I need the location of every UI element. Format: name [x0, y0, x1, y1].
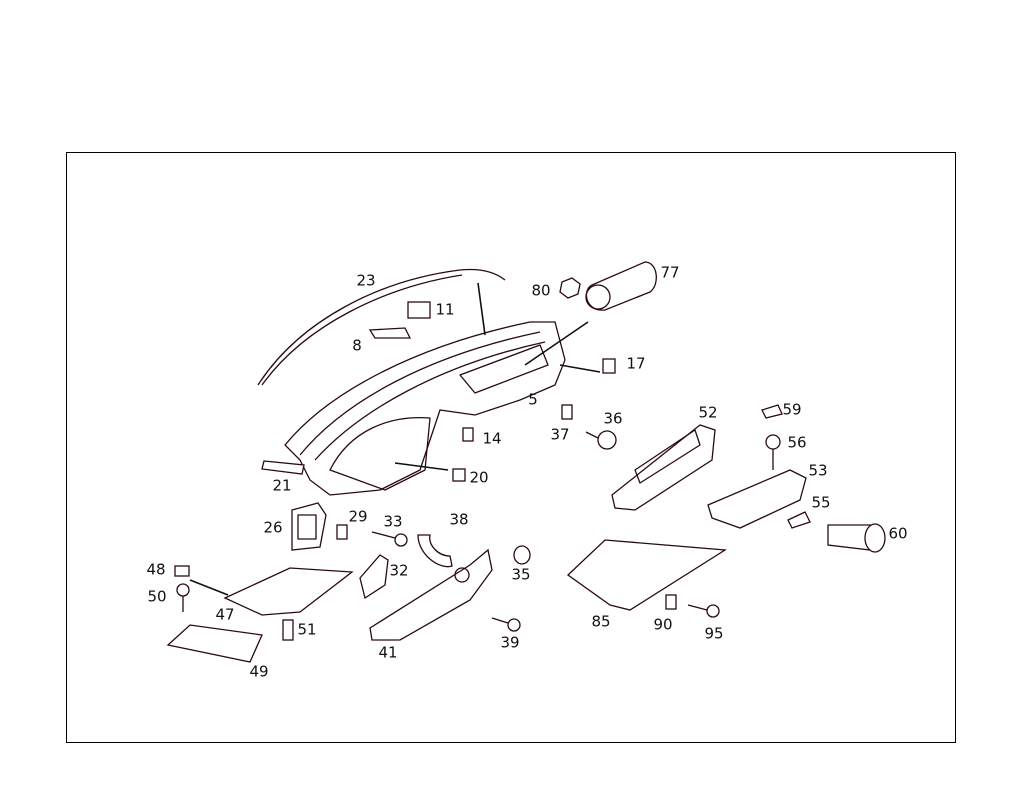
- part-5-dashboard: [284, 321, 566, 496]
- part-label-21: 21: [272, 477, 291, 495]
- part-label-50: 50: [147, 588, 166, 606]
- part-label-77: 77: [660, 264, 679, 282]
- part-label-53: 53: [808, 462, 827, 480]
- part-47-panel: [223, 567, 354, 616]
- part-label-51: 51: [297, 621, 316, 639]
- part-50-screw: [176, 583, 190, 597]
- part-26-vent: [291, 502, 327, 551]
- part-label-60: 60: [888, 525, 907, 543]
- part-21-strip: [261, 460, 305, 475]
- part-label-39: 39: [500, 634, 519, 652]
- part-29-clip: [336, 524, 348, 540]
- part-label-26: 26: [263, 519, 282, 537]
- part-77-airbag: [585, 261, 657, 311]
- part-53-glovebox: [707, 469, 807, 529]
- part-label-85: 85: [591, 613, 610, 631]
- part-48-nut: [174, 565, 190, 577]
- part-60-lighter: [827, 524, 871, 551]
- part-label-52: 52: [698, 404, 717, 422]
- part-label-35: 35: [511, 566, 530, 584]
- part-label-11: 11: [435, 301, 454, 319]
- part-38-trim-ring: [417, 534, 453, 568]
- part-33-screw: [371, 531, 396, 539]
- part-label-37: 37: [550, 426, 569, 444]
- part-36-screw: [597, 430, 617, 450]
- part-95-screw: [706, 604, 720, 618]
- part-label-56: 56: [787, 434, 806, 452]
- part-37-clip: [561, 404, 573, 420]
- part-35-grommet: [513, 545, 531, 565]
- part-label-41: 41: [378, 644, 397, 662]
- part-51-spacer: [282, 619, 294, 641]
- part-label-90: 90: [653, 616, 672, 634]
- part-label-29: 29: [348, 508, 367, 526]
- part-label-5: 5: [528, 391, 538, 409]
- part-11-bracket: [407, 301, 431, 319]
- part-85-cover: [566, 539, 727, 611]
- part-label-32: 32: [389, 562, 408, 580]
- part-label-23: 23: [356, 272, 375, 290]
- part-32-bracket: [359, 554, 389, 600]
- part-label-95: 95: [704, 625, 723, 643]
- part-17-clip: [602, 358, 616, 374]
- part-label-17: 17: [626, 355, 645, 373]
- part-label-59: 59: [782, 401, 801, 419]
- part-41-lower-panel: [369, 548, 493, 641]
- part-20-clip: [452, 468, 466, 482]
- part-label-49: 49: [249, 663, 268, 681]
- part-14-clip: [462, 427, 474, 442]
- part-55-latch: [787, 511, 811, 529]
- part-59-cap: [761, 404, 783, 419]
- part-49-plate: [166, 624, 263, 663]
- part-39-screw: [507, 618, 521, 632]
- part-label-8: 8: [352, 337, 362, 355]
- part-label-20: 20: [469, 469, 488, 487]
- part-label-80: 80: [531, 282, 550, 300]
- part-23-trim-strip: [257, 268, 506, 386]
- part-90-clip: [665, 594, 677, 610]
- diagram-frame: [66, 152, 956, 743]
- part-label-48: 48: [146, 561, 165, 579]
- part-80-nut: [559, 277, 581, 299]
- part-56-screw: [765, 434, 781, 450]
- part-label-36: 36: [603, 410, 622, 428]
- part-label-14: 14: [482, 430, 501, 448]
- part-label-55: 55: [811, 494, 830, 512]
- part-8-bracket: [368, 327, 412, 339]
- part-label-47: 47: [215, 606, 234, 624]
- part-label-33: 33: [383, 513, 402, 531]
- part-label-38: 38: [449, 511, 468, 529]
